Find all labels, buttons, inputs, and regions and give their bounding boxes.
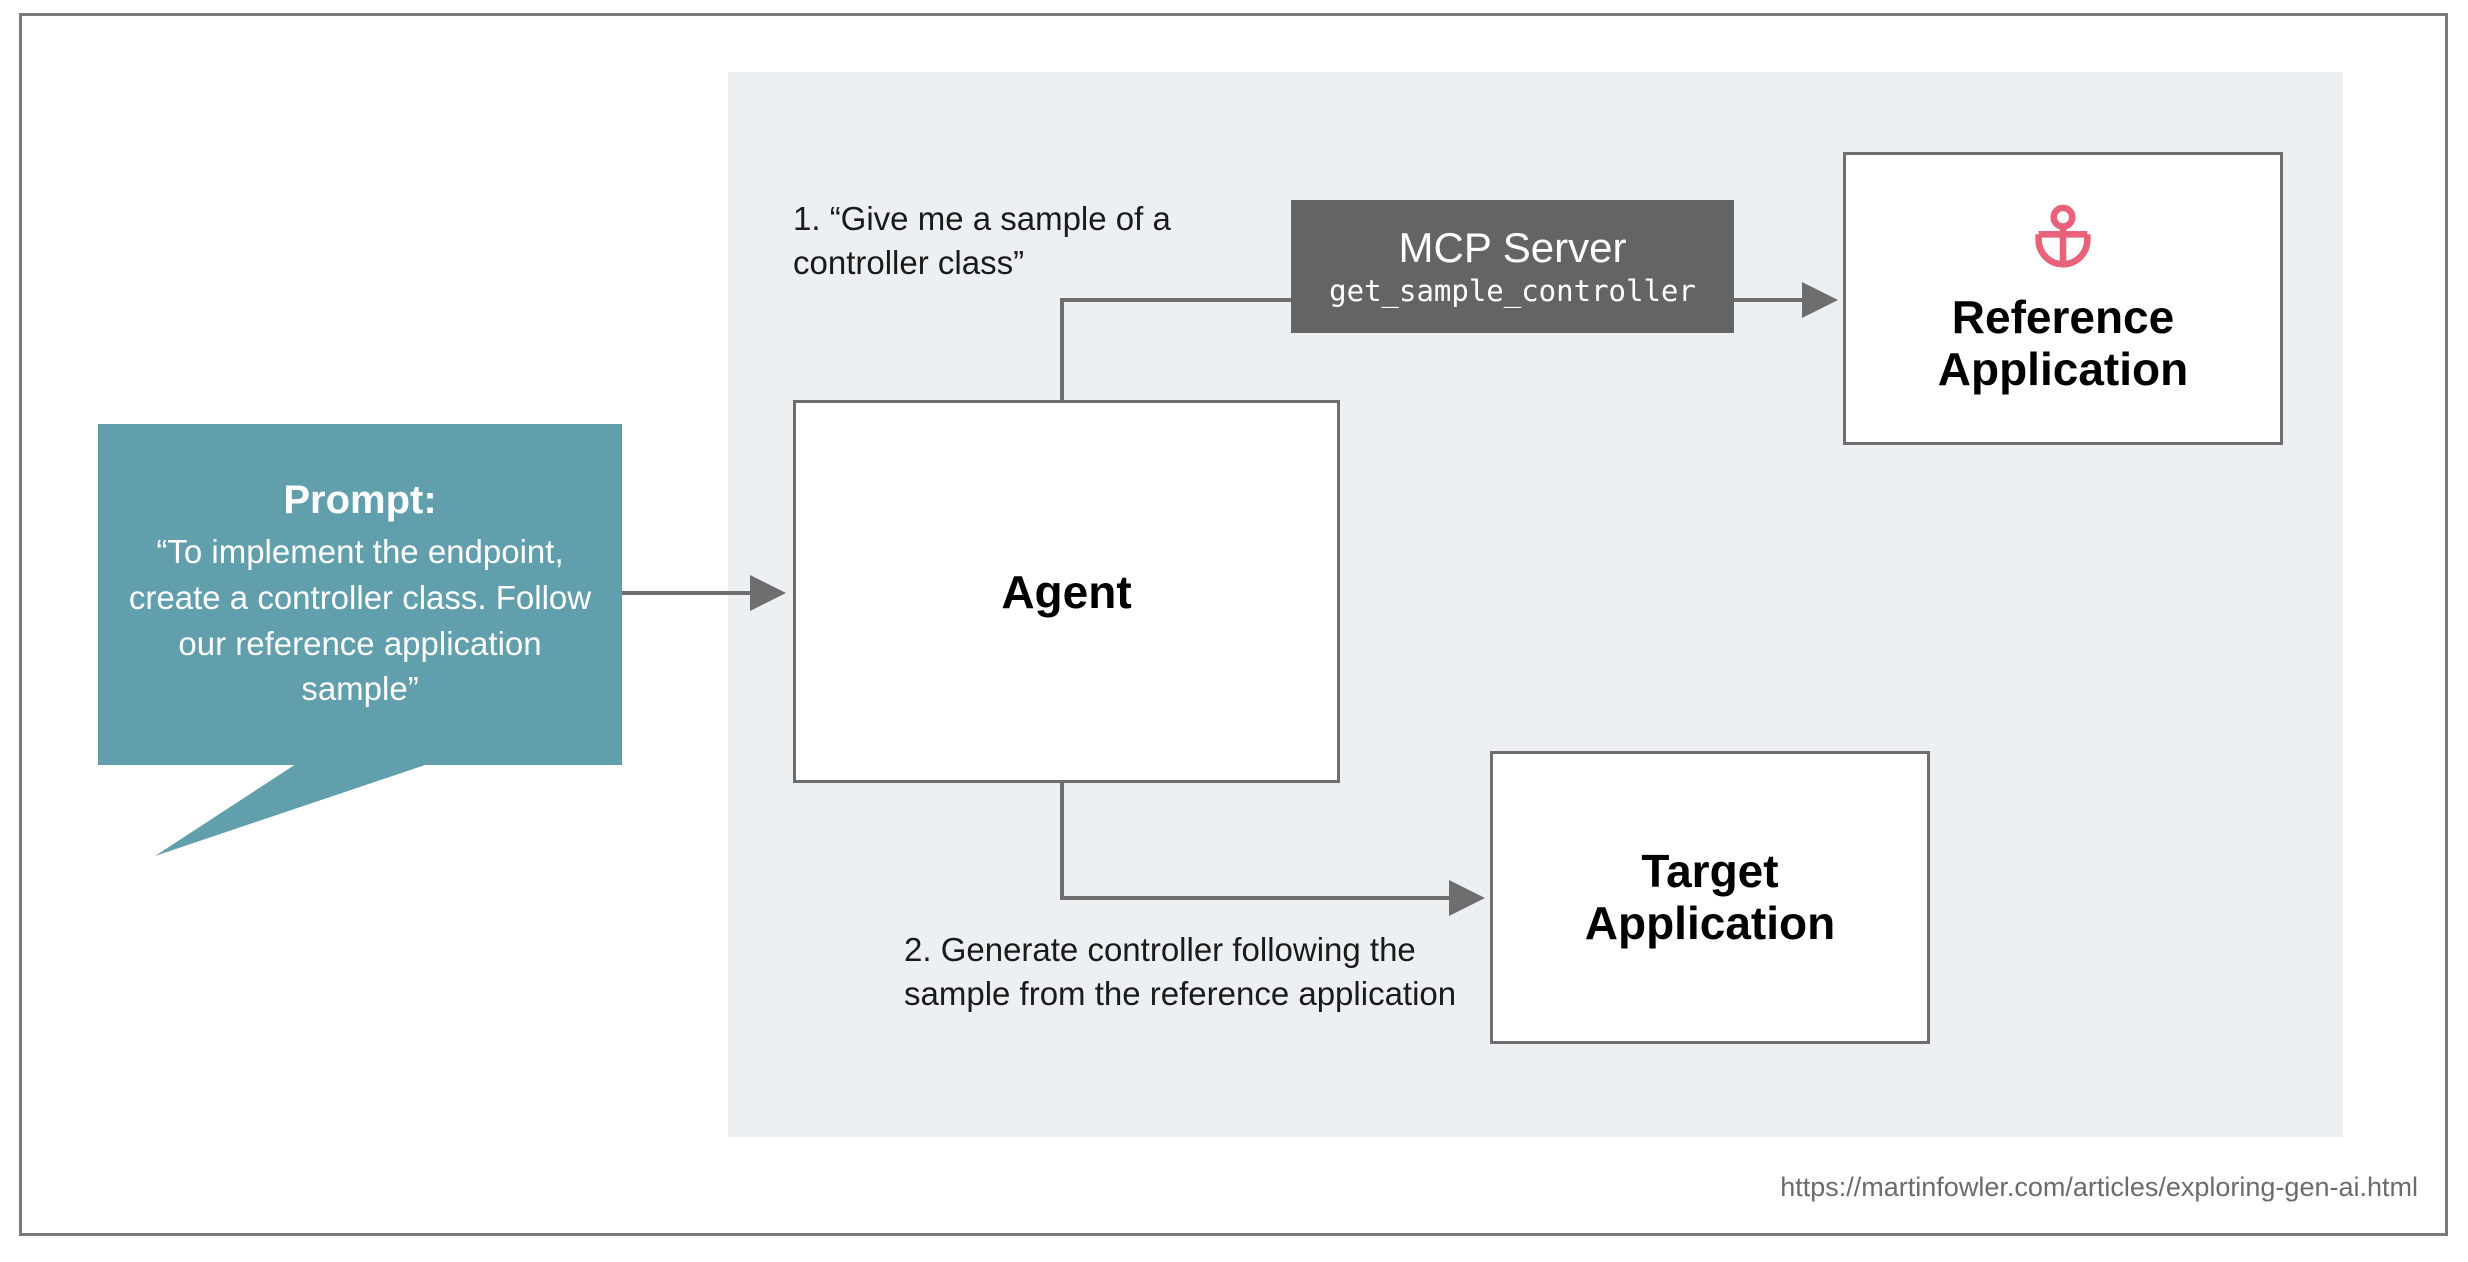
- node-reference-application[interactable]: Reference Application: [1843, 152, 2283, 445]
- node-target-application[interactable]: Target Application: [1490, 751, 1930, 1044]
- node-mcp-server-tool-name: get_sample_controller: [1329, 274, 1696, 309]
- step-2-annotation: 2. Generate controller following the sam…: [904, 931, 1457, 1012]
- prompt-callout: Prompt: “To implement the endpoint, crea…: [98, 424, 622, 765]
- prompt-callout-tail: [155, 764, 428, 856]
- node-target-application-label: Target Application: [1584, 844, 1836, 949]
- node-agent-label: Agent: [1001, 565, 1132, 618]
- node-reference-application-label: Reference Application: [1937, 290, 2189, 395]
- prompt-title: Prompt:: [283, 478, 437, 523]
- source-url-caption: https://martinfowler.com/articles/explor…: [1780, 1172, 2418, 1202]
- node-agent[interactable]: Agent: [793, 400, 1340, 783]
- step-1-annotation: 1. “Give me a sample of a controller cla…: [793, 200, 1171, 281]
- node-mcp-server[interactable]: MCP Server get_sample_controller: [1291, 200, 1734, 333]
- prompt-body: “To implement the endpoint, create a con…: [128, 533, 592, 708]
- node-mcp-server-title: MCP Server: [1398, 224, 1627, 272]
- anchor-icon: [2024, 202, 2102, 280]
